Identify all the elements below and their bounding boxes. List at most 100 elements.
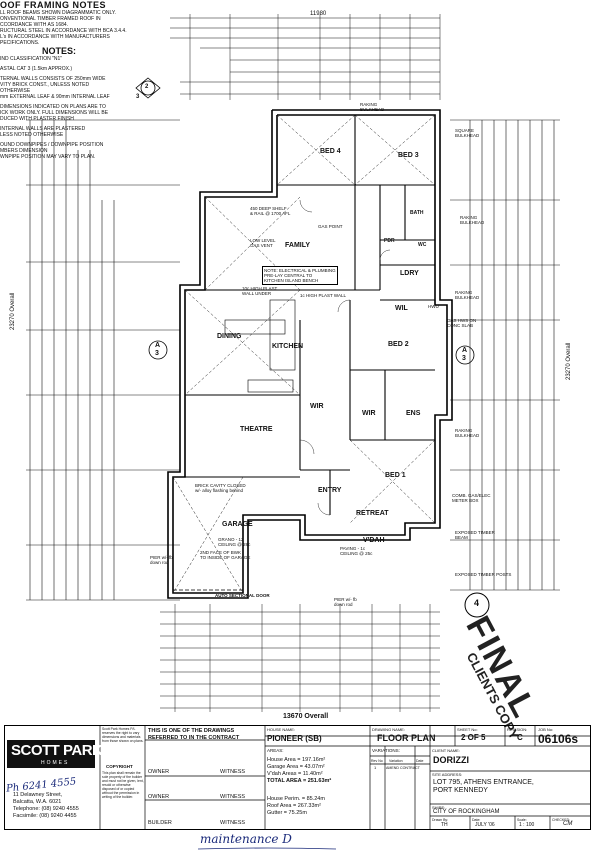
section-mark-label: 3	[136, 94, 140, 100]
shire-label: SHIRE:	[432, 805, 446, 810]
company-telephone: Telephone: (08) 9240 4555	[13, 806, 79, 812]
room-dining: DINING	[217, 333, 242, 340]
room-bath: BATH	[410, 210, 424, 216]
general-note-line: OUND DOWNPIPES / DOWNPIPE POSITION	[0, 142, 104, 148]
shire: CITY OF ROCKINGHAM	[433, 809, 500, 815]
sheet-label: SHEET No:	[457, 727, 478, 732]
drawing-scale: 1 : 100	[519, 822, 535, 828]
variation-col-rev: Rev No	[371, 759, 383, 763]
title-block-grid	[7, 726, 590, 829]
drawn-by: TH	[441, 822, 448, 828]
scale-label: Scale:	[517, 818, 527, 822]
section-a3-left: A 3	[155, 342, 161, 357]
general-note-line: ASTAL CAT 3 (1.5km APPROX.)	[0, 66, 73, 72]
hwu-note: HWU	[428, 304, 439, 309]
pier-down-rod-note: PIER w/- fb down rod	[150, 555, 173, 565]
area-garage: Garage Area = 43.07m²	[267, 764, 325, 770]
floor-plan-drawing	[26, 14, 560, 712]
deep-shelf-note: 450 DEEP SHELF & RAIL @ 1700 AFL	[250, 206, 291, 216]
room-bed1: BED 1	[385, 472, 406, 479]
room-garage: GARAGE	[222, 521, 253, 528]
face-brickwork-note: 2ND FACE OF BWK TO INSIDE OF GARAGE	[200, 550, 251, 560]
square-bulkhead-note: SQUARE BULKHEAD	[455, 128, 480, 138]
section-a3-right: A 3	[462, 347, 468, 362]
contract-drawing-note: THIS IS ONE OF THE DRAWINGS REFERRED TO …	[148, 728, 240, 741]
owner-label: OWNER	[148, 769, 170, 775]
room-ldry: LDRY	[400, 270, 419, 277]
checked-label: CHECKED:	[552, 818, 571, 822]
gas-hws-note: GAS HWS ON CONC SLAB	[447, 318, 477, 328]
checked-by: CM	[563, 821, 573, 827]
plast-wall-note: 10c HIGH PLAST WALL UNDER	[242, 286, 278, 296]
raking-bulkhead-note: RAKING BULKHEAD	[360, 102, 385, 112]
general-note-line: IND CLASSIFICATION "N1"	[0, 56, 63, 62]
exposed-timber-posts-note: EXPOSED TIMBER POSTS	[455, 572, 512, 577]
general-note-line: mm EXTERNAL LEAF & 90mm INTERNAL LEAF	[0, 94, 110, 100]
revision: C	[517, 733, 523, 742]
general-note-line: INTERNAL WALLS ARE PLASTERED	[0, 126, 86, 132]
room-pdr: PDR	[384, 238, 395, 244]
room-ens: ENS	[406, 410, 421, 417]
room-bed4: BED 4	[320, 148, 341, 155]
drawn-by-label: Drawn By:	[432, 818, 449, 822]
brick-cavity-note: BRICK CAVITY CLOSED w/- alloy flashing b…	[195, 483, 246, 493]
overall-bottom-dimension: 13670 Overall	[283, 713, 329, 720]
area-house: House Area = 197.16m²	[267, 757, 326, 763]
raking-bulkhead-note-2: RAKING BULKHEAD	[460, 215, 485, 225]
site-address: LOT 795, ATHENS ENTRANCE, PORT KENNEDY	[433, 779, 534, 794]
room-theatre: THEATRE	[240, 426, 273, 433]
date-label: Date:	[472, 818, 481, 822]
room-wir: WIR	[362, 410, 376, 417]
roof-framing-note-line: RUCTURAL STEEL IN ACCORDANCE WITH BCA 3.…	[0, 28, 127, 34]
garage-ceiling-note: GRANO - 12 CEILING @ 28c	[218, 537, 251, 547]
job-number-label: JOB No:	[538, 727, 554, 732]
room-wc: WC	[418, 242, 427, 248]
area-total: TOTAL AREA = 251.63m²	[267, 778, 332, 784]
house-perimeter: House Perim. = 85.24m	[267, 796, 325, 802]
stamp-circle-number: 4	[474, 598, 480, 608]
roof-framing-note-line: ONVENTIONAL TIMBER FRAMED ROOF IN	[0, 16, 101, 22]
client-name: DORIZZI	[433, 755, 469, 765]
section-mark-label: 2	[145, 84, 149, 90]
overall-left-dimension: 23270 Overall	[10, 292, 16, 330]
roof-area: Roof Area = 267.33m²	[267, 803, 321, 809]
areas-label: AREAS:	[267, 748, 284, 753]
general-note-line: DUCED WITH PLASTER FINISH	[0, 116, 74, 122]
disclaimer-text: Scott Park Homes P/L reserves the right …	[102, 727, 144, 743]
drawing-name-label: DRAWING NAME:	[372, 727, 405, 732]
overall-top-dimension: 11980	[310, 11, 327, 17]
drawing-date: JULY '06	[475, 822, 495, 828]
auto-sectional-door-note: AUTO SECTIONAL DOOR	[215, 593, 270, 598]
handwritten-maintenance: maintenance D	[200, 832, 292, 846]
stamp-circle	[464, 592, 490, 618]
room-family: FAMILY	[285, 242, 311, 249]
gutter-length: Gutter = 75.25m	[267, 810, 307, 816]
company-logo: SCOTT PARK	[11, 742, 103, 759]
general-note-line: VITY BRICK CONST., UNLESS NOTED OTHERWIS…	[0, 82, 90, 94]
copyright-text: This plan shall remain the sole property…	[102, 771, 144, 799]
house-name: PIONEER (SB)	[267, 734, 322, 743]
room-wil: WIL	[395, 305, 408, 312]
room-wir-2: WIR	[310, 403, 324, 410]
overall-right-dimension: 23270 Overall	[566, 342, 572, 380]
general-notes: NOTES: IND CLASSIFICATION "N1" ASTAL CAT…	[0, 46, 118, 160]
witness-label-3: WITNESS	[220, 820, 246, 826]
gas-point-note: GAS POINT	[318, 224, 343, 229]
roof-framing-note-line: LL ROOF BEAMS SHOWN DIAGRAMMATIC ONLY.	[0, 10, 116, 16]
room-kitchen: KITCHEN	[272, 343, 304, 350]
title-block: SCOTT PARK HOMES 11 Delawney Street, Bal…	[4, 725, 591, 830]
company-facsimile: Facsimile: (08) 9240 4455	[13, 813, 77, 819]
owner-label-2: OWNER	[148, 794, 170, 800]
general-notes-title: NOTES:	[41, 46, 76, 56]
room-retreat: RETREAT	[356, 510, 389, 517]
client-name-label: CLIENT NAME:	[432, 748, 460, 753]
copyright-title: COPYRIGHT	[106, 764, 133, 769]
roof-framing-note-line: CCORDANCE WITH AS 1684.	[0, 22, 69, 28]
handwriting-underline	[198, 847, 337, 850]
witness-label: WITNESS	[220, 769, 246, 775]
variation-col-variation: Variation	[389, 759, 403, 763]
variation-description: AMEND CONTRACT	[386, 766, 420, 770]
pier-down-rod-note-2: PIER w/- fb down rod	[334, 597, 357, 607]
general-note-line: ICK WORK ONLY. FULL DIMENSIONS WILL BE	[0, 110, 109, 116]
company-logo-sub: HOMES	[41, 760, 70, 766]
